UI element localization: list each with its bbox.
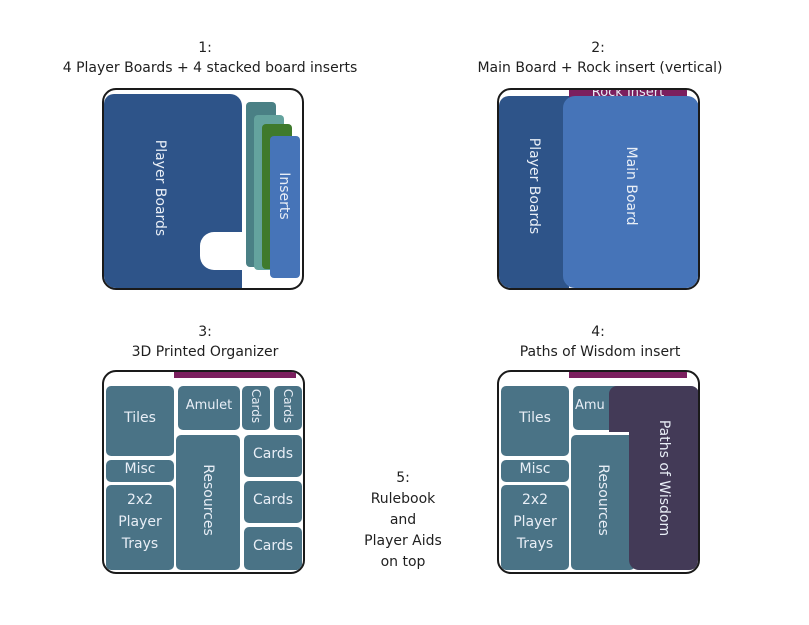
rock-insert-strip-4 bbox=[569, 372, 687, 378]
player-trays-4 bbox=[501, 485, 569, 570]
trays-line-1: 2x2 bbox=[126, 492, 154, 508]
tiles-label: Tiles bbox=[124, 410, 156, 426]
resources-label: Resources bbox=[200, 464, 216, 536]
step-2-number: 2: bbox=[591, 40, 605, 56]
step-3-title: 3D Printed Organizer bbox=[131, 344, 279, 360]
step-5-line-1: Rulebook bbox=[370, 491, 436, 507]
cards-2-label: Cards bbox=[252, 492, 294, 508]
paths-of-wisdom-block bbox=[629, 424, 698, 570]
cards-tray-3 bbox=[244, 527, 302, 570]
amulet-label: Amulet bbox=[185, 398, 233, 413]
resources-tray-4 bbox=[571, 435, 635, 570]
panel-2-box: Rock Insert Player Boards Main Board bbox=[497, 88, 700, 290]
trays-4-line-1: 2x2 bbox=[521, 492, 549, 508]
amulet-partial-label: Amu bbox=[575, 398, 605, 413]
misc-tray-4 bbox=[501, 460, 569, 482]
step-5-line-3: Player Aids bbox=[364, 533, 442, 549]
inserts-label: Inserts bbox=[276, 172, 292, 220]
player-boards-label-2: Player Boards bbox=[526, 137, 542, 235]
insert-layer-4 bbox=[270, 136, 300, 278]
step-1-title: 4 Player Boards + 4 stacked board insert… bbox=[62, 60, 358, 76]
panel-3-box: Tiles Misc 2x2 Player Trays Amulet Cards… bbox=[102, 370, 305, 574]
misc-label: Misc bbox=[124, 461, 156, 477]
player-boards-block-2 bbox=[499, 96, 569, 288]
misc-tray bbox=[106, 460, 174, 482]
panel-4-box: Tiles Misc 2x2 Player Trays Amu Resource… bbox=[497, 370, 700, 574]
step-5-line-4: on top bbox=[380, 554, 426, 570]
step-1-number: 1: bbox=[198, 40, 212, 56]
paths-of-wisdom-top bbox=[609, 386, 698, 432]
paths-of-wisdom-label: Paths of Wisdom bbox=[656, 419, 672, 537]
misc-label-4: Misc bbox=[519, 461, 551, 477]
panel-1-box: Inserts Player Boards bbox=[102, 88, 304, 290]
cards-small-1-label: Cards bbox=[249, 388, 263, 424]
player-boards-label: Player Boards bbox=[152, 139, 168, 237]
step-4-title: Paths of Wisdom insert bbox=[519, 344, 681, 360]
resources-tray bbox=[176, 435, 240, 570]
cards-tray-small-2 bbox=[274, 386, 302, 430]
trays-4-line-2: Player bbox=[513, 514, 557, 530]
rock-insert-label: Rock Insert bbox=[591, 88, 665, 100]
tiles-tray bbox=[106, 386, 174, 456]
cards-small-2-label: Cards bbox=[281, 388, 295, 424]
cards-3-label: Cards bbox=[252, 538, 294, 554]
player-trays bbox=[106, 485, 174, 570]
trays-4-line-3: Trays bbox=[516, 536, 554, 552]
tiles-label-4: Tiles bbox=[519, 410, 551, 426]
player-boards-notch bbox=[200, 232, 244, 270]
cards-tray-1 bbox=[244, 435, 302, 477]
step-5-number: 5: bbox=[396, 470, 410, 486]
main-board-block bbox=[563, 96, 698, 288]
main-board-label: Main Board bbox=[623, 146, 639, 226]
step-2-title: Main Board + Rock insert (vertical) bbox=[477, 60, 723, 76]
cards-1-label: Cards bbox=[252, 446, 294, 462]
tiles-tray-4 bbox=[501, 386, 569, 456]
resources-label-4: Resources bbox=[595, 464, 611, 536]
cards-tray-small-1 bbox=[242, 386, 270, 430]
cards-tray-2 bbox=[244, 481, 302, 523]
trays-line-2: Player bbox=[118, 514, 162, 530]
rock-insert-strip-3 bbox=[174, 372, 296, 378]
step-3-number: 3: bbox=[198, 324, 212, 340]
step-5-line-2: and bbox=[389, 512, 417, 528]
trays-line-3: Trays bbox=[121, 536, 159, 552]
amulet-tray bbox=[178, 386, 240, 430]
rock-insert-block bbox=[569, 90, 687, 98]
step-4-number: 4: bbox=[591, 324, 605, 340]
